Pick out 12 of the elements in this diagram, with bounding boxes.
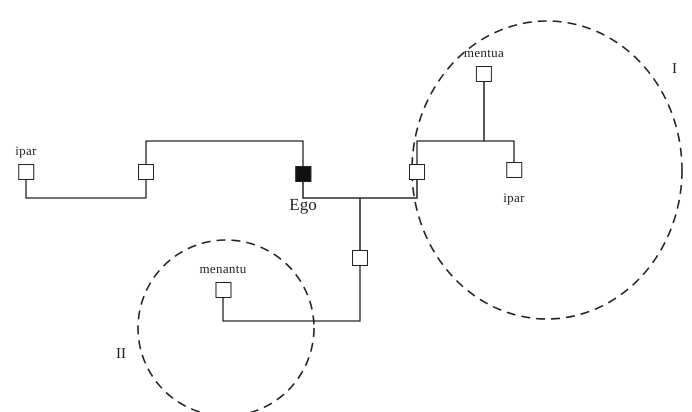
- kinship-line: [145, 140, 304, 166]
- kin-label: Ego: [289, 196, 317, 213]
- kinship-line: [359, 180, 418, 250]
- kin-label: mentua: [464, 46, 504, 59]
- group-numeral: I: [672, 62, 677, 77]
- kin-label: ipar: [503, 191, 525, 204]
- kin-label: menantu: [199, 262, 247, 275]
- kin-label: ipar: [15, 144, 37, 157]
- group-numeral: II: [116, 347, 126, 362]
- kinship-line: [25, 180, 147, 199]
- kinship-line: [483, 82, 515, 162]
- kinship-line: [222, 266, 361, 322]
